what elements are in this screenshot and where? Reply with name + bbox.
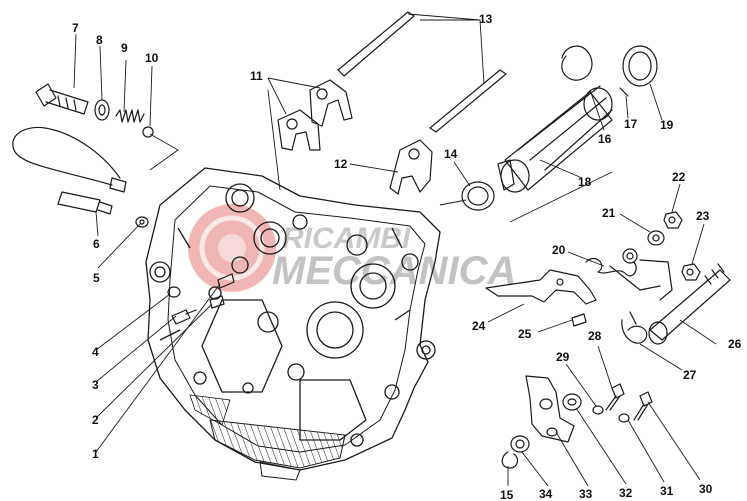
callout-30[interactable]: 30: [699, 482, 713, 496]
part-3-dowel[interactable]: [171, 309, 197, 325]
part-14-oil-seal[interactable]: [461, 181, 495, 211]
callout-31[interactable]: 31: [660, 484, 674, 498]
callout-24[interactable]: 24: [472, 319, 486, 333]
part-34-washer[interactable]: [510, 435, 530, 453]
part-16-circlip[interactable]: [561, 45, 593, 81]
part-31-washer[interactable]: [618, 413, 630, 423]
callout-27[interactable]: 27: [683, 368, 697, 382]
watermark: RICAMBI MECCANICA: [188, 204, 516, 293]
part-22-nut[interactable]: [663, 211, 683, 229]
callout-3[interactable]: 3: [92, 378, 99, 392]
callout-19[interactable]: 19: [660, 118, 674, 132]
part-20-spring[interactable]: [585, 248, 661, 291]
part-23-nut[interactable]: [681, 263, 701, 281]
part-8-washer[interactable]: [94, 99, 110, 121]
callout-29[interactable]: 29: [556, 350, 570, 364]
callout-20[interactable]: 20: [552, 243, 566, 257]
part-27-spring[interactable]: [621, 311, 648, 344]
part-6-neutral-switch[interactable]: [12, 126, 127, 215]
callout-numbers: 1 2 3 4 5 6 7 8 9 10 11 12 13 14 15 16 1…: [72, 12, 742, 501]
callout-28[interactable]: 28: [588, 329, 602, 343]
part-2-bolt[interactable]: [209, 295, 225, 309]
part-9-spring[interactable]: [115, 109, 145, 123]
callout-18[interactable]: 18: [578, 175, 592, 189]
part-32-roller[interactable]: [562, 393, 582, 411]
callout-5[interactable]: 5: [93, 271, 100, 285]
part-26-gearshift-shaft[interactable]: [639, 259, 731, 345]
callout-4[interactable]: 4: [92, 345, 99, 359]
leader-lines: [73, 13, 717, 487]
callout-6[interactable]: 6: [93, 237, 100, 251]
part-33-bracket[interactable]: [525, 375, 575, 443]
part-25-screw[interactable]: [571, 313, 587, 327]
callout-15[interactable]: 15: [500, 488, 514, 501]
callout-33[interactable]: 33: [579, 487, 593, 501]
part-19-ring[interactable]: [622, 45, 658, 87]
callout-1[interactable]: 1: [92, 447, 99, 461]
callout-26[interactable]: 26: [728, 337, 742, 351]
part-7-bolt[interactable]: [35, 83, 89, 115]
callout-17[interactable]: 17: [624, 117, 638, 131]
callout-9[interactable]: 9: [121, 41, 128, 55]
callout-22[interactable]: 22: [672, 170, 686, 184]
part-5-washer[interactable]: [135, 216, 149, 228]
callout-23[interactable]: 23: [696, 209, 710, 223]
part-10-ball[interactable]: [142, 126, 154, 138]
callout-13[interactable]: 13: [479, 12, 493, 26]
part-29-washer[interactable]: [592, 405, 604, 415]
part-12-selector-fork[interactable]: [389, 139, 433, 195]
part-11-selector-forks[interactable]: [277, 79, 353, 151]
part-17-pin[interactable]: [619, 87, 629, 97]
watermark-line2: MECCANICA: [272, 249, 516, 293]
part-30-bolt[interactable]: [633, 391, 653, 421]
crankcase: [145, 167, 441, 471]
callout-7[interactable]: 7: [72, 21, 79, 35]
callout-25[interactable]: 25: [518, 327, 532, 341]
part-13-fork-rods[interactable]: [337, 11, 507, 133]
part-4-dowel[interactable]: [167, 286, 181, 298]
callout-21[interactable]: 21: [602, 206, 616, 220]
callout-32[interactable]: 32: [619, 486, 633, 500]
callout-34[interactable]: 34: [539, 487, 553, 501]
callout-11[interactable]: 11: [250, 69, 263, 83]
callout-14[interactable]: 14: [444, 147, 458, 161]
callout-8[interactable]: 8: [96, 33, 103, 47]
part-28-screw[interactable]: [605, 383, 625, 411]
callout-2[interactable]: 2: [92, 413, 99, 427]
part-21-washer[interactable]: [647, 230, 665, 246]
part-24-selector-plate[interactable]: [485, 269, 597, 305]
callout-10[interactable]: 10: [145, 51, 159, 65]
part-15-circlip[interactable]: [501, 451, 519, 469]
crankcase-sump-ribs: [189, 394, 346, 481]
callout-12[interactable]: 12: [334, 157, 348, 171]
part-18-selector-drum[interactable]: [497, 85, 613, 193]
callout-16[interactable]: 16: [598, 132, 612, 146]
